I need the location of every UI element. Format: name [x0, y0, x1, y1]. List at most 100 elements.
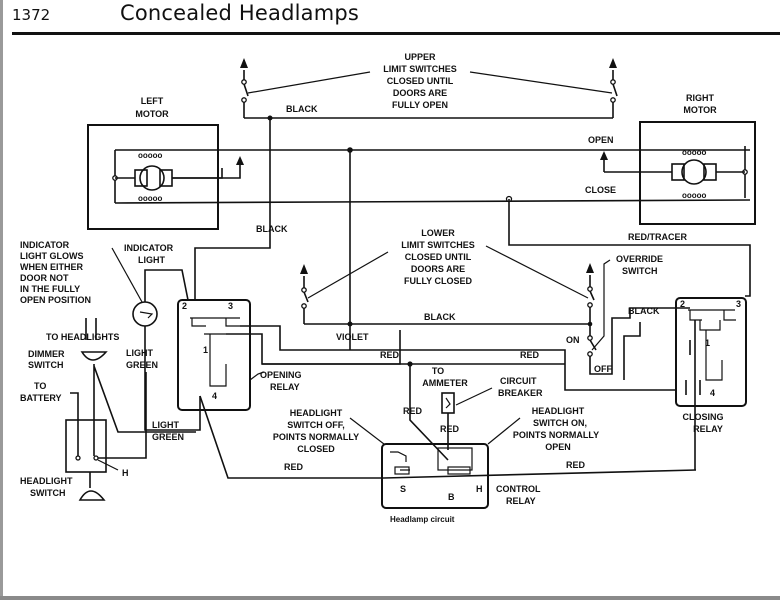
- terminal-2: 2: [182, 301, 187, 311]
- label-switch-on-note: SWITCH ON,: [533, 418, 587, 428]
- wire-black-left: [194, 118, 271, 300]
- label-indicator-note: DOOR NOT: [20, 273, 69, 283]
- headlight-switch-knob-icon: [78, 490, 106, 501]
- svg-text:ooooo: ooooo: [682, 191, 707, 200]
- leader-upper-right: [469, 71, 613, 94]
- label-black-top: BLACK: [286, 104, 318, 114]
- label-red-3: RED: [284, 462, 304, 472]
- label-black-right: BLACK: [628, 306, 660, 316]
- label-circuit-breaker: CIRCUIT: [500, 376, 537, 386]
- indicator-light-icon: [132, 301, 158, 327]
- label-open: OPEN: [588, 135, 614, 145]
- label-lower: CLOSED UNTIL: [405, 252, 472, 262]
- label-light-green: LIGHT: [126, 348, 153, 358]
- page-bottom-edge: [0, 596, 780, 600]
- terminal-2: 2: [680, 299, 685, 309]
- label-light-green: LIGHT: [152, 420, 179, 430]
- label-terminal-b: B: [448, 492, 455, 502]
- label-closing-relay: RELAY: [693, 424, 723, 434]
- right-motor-icon: ooooo ooooo: [600, 146, 748, 200]
- headlight-switch-box: [65, 419, 107, 473]
- page-title: Concealed Headlamps: [120, 1, 360, 25]
- label-override-switch: SWITCH: [622, 266, 658, 276]
- label-dimmer-switch: SWITCH: [28, 360, 64, 370]
- override-switch: [587, 259, 690, 375]
- label-opening-relay: OPENING: [260, 370, 302, 380]
- label-indicator-note: INDICATOR: [20, 240, 70, 250]
- ground-icon: [586, 263, 594, 273]
- ground-icon: [236, 156, 244, 165]
- label-closing-relay: CLOSING: [682, 412, 723, 422]
- page-number: 1372: [12, 6, 51, 24]
- label-indicator-note: IN THE FULLY: [20, 284, 80, 294]
- label-lower: LOWER: [421, 228, 455, 238]
- svg-text:ooooo: ooooo: [682, 148, 707, 157]
- terminal-3: 3: [736, 299, 741, 309]
- upper-limit-switch-right: [609, 58, 618, 118]
- label-right-motor: MOTOR: [683, 105, 717, 115]
- label-violet: VIOLET: [336, 332, 369, 342]
- label-to-headlights: TO HEADLIGHTS: [46, 332, 119, 342]
- label-switch-on-note: OPEN: [545, 442, 571, 452]
- leader-upper-left: [247, 71, 371, 94]
- label-left-motor: LEFT: [141, 96, 164, 106]
- right-motor-box: [639, 121, 756, 225]
- label-black-lower: BLACK: [424, 312, 456, 322]
- left-motor-box: [87, 124, 219, 230]
- label-indicator-light: LIGHT: [138, 255, 165, 265]
- label-light-green: GREEN: [126, 360, 158, 370]
- label-terminal-h: H: [476, 484, 483, 494]
- label-override-switch: OVERRIDE: [616, 254, 663, 264]
- circuit-breaker-icon: [441, 392, 455, 414]
- label-lower: DOORS ARE: [411, 264, 465, 274]
- label-indicator-note: OPEN POSITION: [20, 295, 91, 305]
- label-upper: DOORS ARE: [393, 88, 447, 98]
- svg-text:ooooo: ooooo: [138, 194, 163, 203]
- terminal-1: 1: [203, 345, 208, 355]
- label-to-ammeter: TO: [432, 366, 444, 376]
- terminal-1: 1: [705, 338, 710, 348]
- wire-red-tracer: [508, 199, 751, 297]
- label-red-4: RED: [403, 406, 423, 416]
- label-red-tracer: RED/TRACER: [628, 232, 688, 242]
- label-indicator-light: INDICATOR: [124, 243, 174, 253]
- label-switch-off-note: POINTS NORMALLY: [273, 432, 359, 442]
- label-red-6: RED: [566, 460, 586, 470]
- leader-lower-left: [307, 251, 389, 299]
- label-h: H: [122, 468, 129, 478]
- ground-icon: [600, 151, 608, 160]
- dimmer-switch-icon: [80, 351, 108, 361]
- terminal-3: 3: [228, 301, 233, 311]
- label-upper: UPPER: [404, 52, 436, 62]
- label-close: CLOSE: [585, 185, 616, 195]
- terminal-4: 4: [212, 391, 217, 401]
- ground-icon: [609, 58, 617, 68]
- label-headlight-switch: SWITCH: [30, 488, 66, 498]
- ground-icon: [240, 58, 248, 68]
- upper-limit-switch-left: [240, 58, 249, 118]
- label-left-motor: MOTOR: [135, 109, 169, 119]
- label-switch-on-note: POINTS NORMALLY: [513, 430, 599, 440]
- label-switch-off-note: HEADLIGHT: [290, 408, 343, 418]
- label-light-green: GREEN: [152, 432, 184, 442]
- diagram-caption: Headlamp circuit: [390, 515, 455, 524]
- terminal-4: 4: [710, 388, 715, 398]
- label-dimmer-switch: DIMMER: [28, 349, 65, 359]
- label-control-relay: RELAY: [506, 496, 536, 506]
- page-left-edge: [0, 0, 3, 600]
- label-indicator-note: WHEN EITHER: [20, 262, 84, 272]
- title-rule: [12, 32, 780, 35]
- label-to-battery: BATTERY: [20, 393, 62, 403]
- ground-icon: [300, 264, 308, 274]
- leader-lower-right: [485, 245, 589, 299]
- label-switch-off-note: CLOSED: [297, 444, 335, 454]
- label-red-5: RED: [440, 424, 460, 434]
- label-to-ammeter: AMMETER: [422, 378, 468, 388]
- label-circuit-breaker: BREAKER: [498, 388, 543, 398]
- lower-limit-switch-right: [586, 263, 595, 327]
- label-switch-on-note: HEADLIGHT: [532, 406, 585, 416]
- svg-text:ooooo: ooooo: [138, 151, 163, 160]
- label-indicator-note: LIGHT GLOWS: [20, 251, 84, 261]
